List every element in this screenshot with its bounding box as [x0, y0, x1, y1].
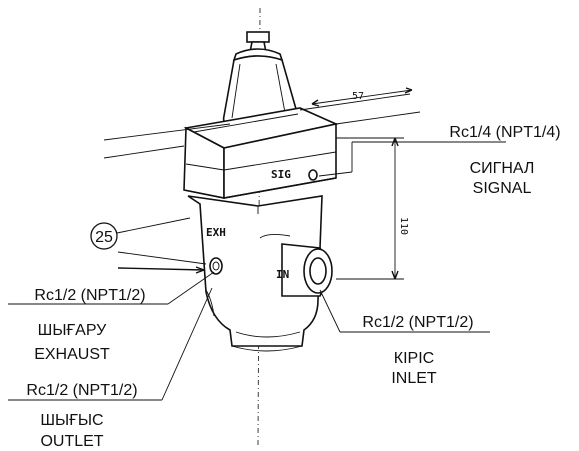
exhaust-name-kk: ШЫҒАРУ — [38, 322, 107, 339]
dimension-width-label: 57 — [352, 91, 364, 102]
inlet-size: Rc1/2 (NPT1/2) — [362, 314, 473, 331]
balloon-number: 25 — [95, 229, 113, 246]
inlet-name-kk: КІРІС — [394, 350, 434, 367]
signal-port — [308, 169, 353, 181]
signal-size: Rc1/4 (NPT1/4) — [449, 124, 560, 141]
signal-leader — [351, 141, 506, 172]
exhaust-port — [209, 257, 223, 275]
inlet-name-en: INLET — [391, 370, 437, 387]
exhaust-body-mark: EXH — [206, 226, 226, 239]
exhaust-name-en: EXHAUST — [34, 346, 110, 363]
exhaust-label: Rc1/2 (NPT1/2) ШЫҒАРУ EXHAUST — [34, 287, 145, 363]
exhaust-leader — [8, 271, 215, 305]
adjusting-screw — [232, 31, 284, 62]
outlet-size: Rc1/2 (NPT1/2) — [26, 382, 137, 399]
inlet-port — [259, 233, 333, 297]
signal-label: Rc1/4 (NPT1/4) СИГНАЛ SIGNAL — [449, 124, 560, 197]
outlet-leader — [8, 287, 213, 401]
balloon — [90, 217, 191, 250]
dimension-height-label: 110 — [398, 217, 409, 235]
outlet-name-kk: ШЫҒЫС — [40, 412, 103, 429]
inlet-body-mark: IN — [276, 268, 289, 281]
square-block — [183, 123, 337, 199]
outlet-label: Rc1/2 (NPT1/2) ШЫҒЫС OUTLET — [26, 382, 137, 450]
inlet-label: Rc1/2 (NPT1/2) КІРІС INLET — [362, 314, 473, 387]
outlet-name-en: OUTLET — [40, 433, 103, 450]
dimension-width — [103, 87, 421, 159]
inlet-leader — [319, 289, 490, 333]
reference-line — [117, 251, 207, 265]
signal-body-mark: SIG — [271, 168, 291, 181]
signal-name-en: SIGNAL — [473, 180, 532, 197]
exhaust-size: Rc1/2 (NPT1/2) — [34, 287, 145, 304]
signal-name-kk: СИГНАЛ — [470, 160, 535, 177]
reference-line — [117, 267, 205, 271]
dimension-height — [336, 137, 404, 280]
